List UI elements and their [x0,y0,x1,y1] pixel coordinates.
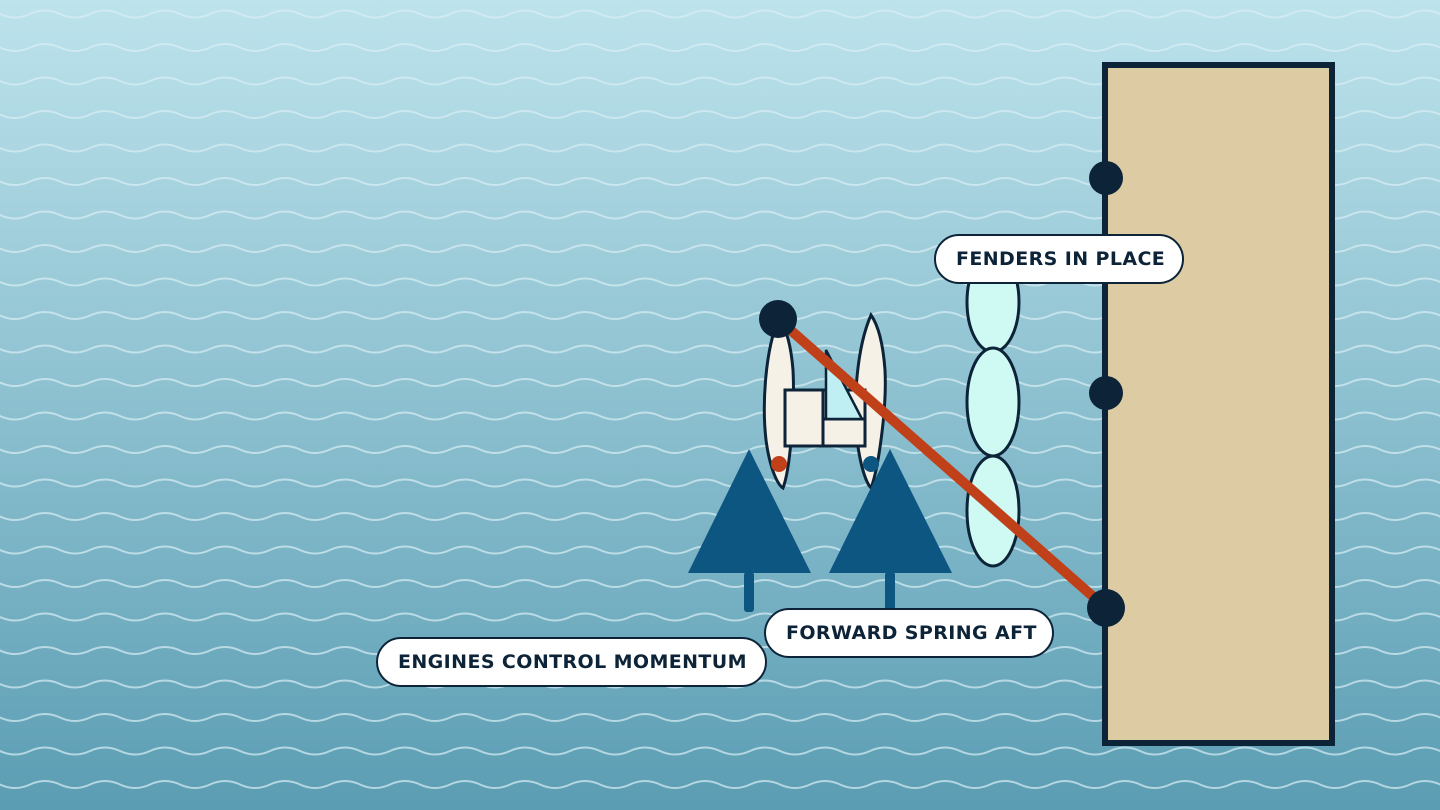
cleat-icon [1089,161,1123,195]
cleat-icon [1087,589,1125,627]
cleat-icon [1089,376,1123,410]
thrust-arrow-icon [688,449,811,612]
fender-icon [965,346,1021,458]
wave-line [0,746,1440,756]
label-fenders-in-place: FENDERS IN PLACE [934,234,1184,284]
label-forward-spring-aft: FORWARD SPRING AFT [764,608,1054,658]
spring-line-icon [773,314,1111,613]
port-engine-marker [771,456,787,472]
wave-line [0,9,1440,19]
bow-cleat-icon [759,300,797,338]
dock-icon [1102,62,1335,746]
starboard-engine-marker [863,456,879,472]
wave-line [0,780,1440,789]
label-engines-control-momentum: ENGINES CONTROL MOMENTUM [376,637,767,687]
wave-line [0,43,1440,52]
thrust-arrow-icon [829,449,952,612]
